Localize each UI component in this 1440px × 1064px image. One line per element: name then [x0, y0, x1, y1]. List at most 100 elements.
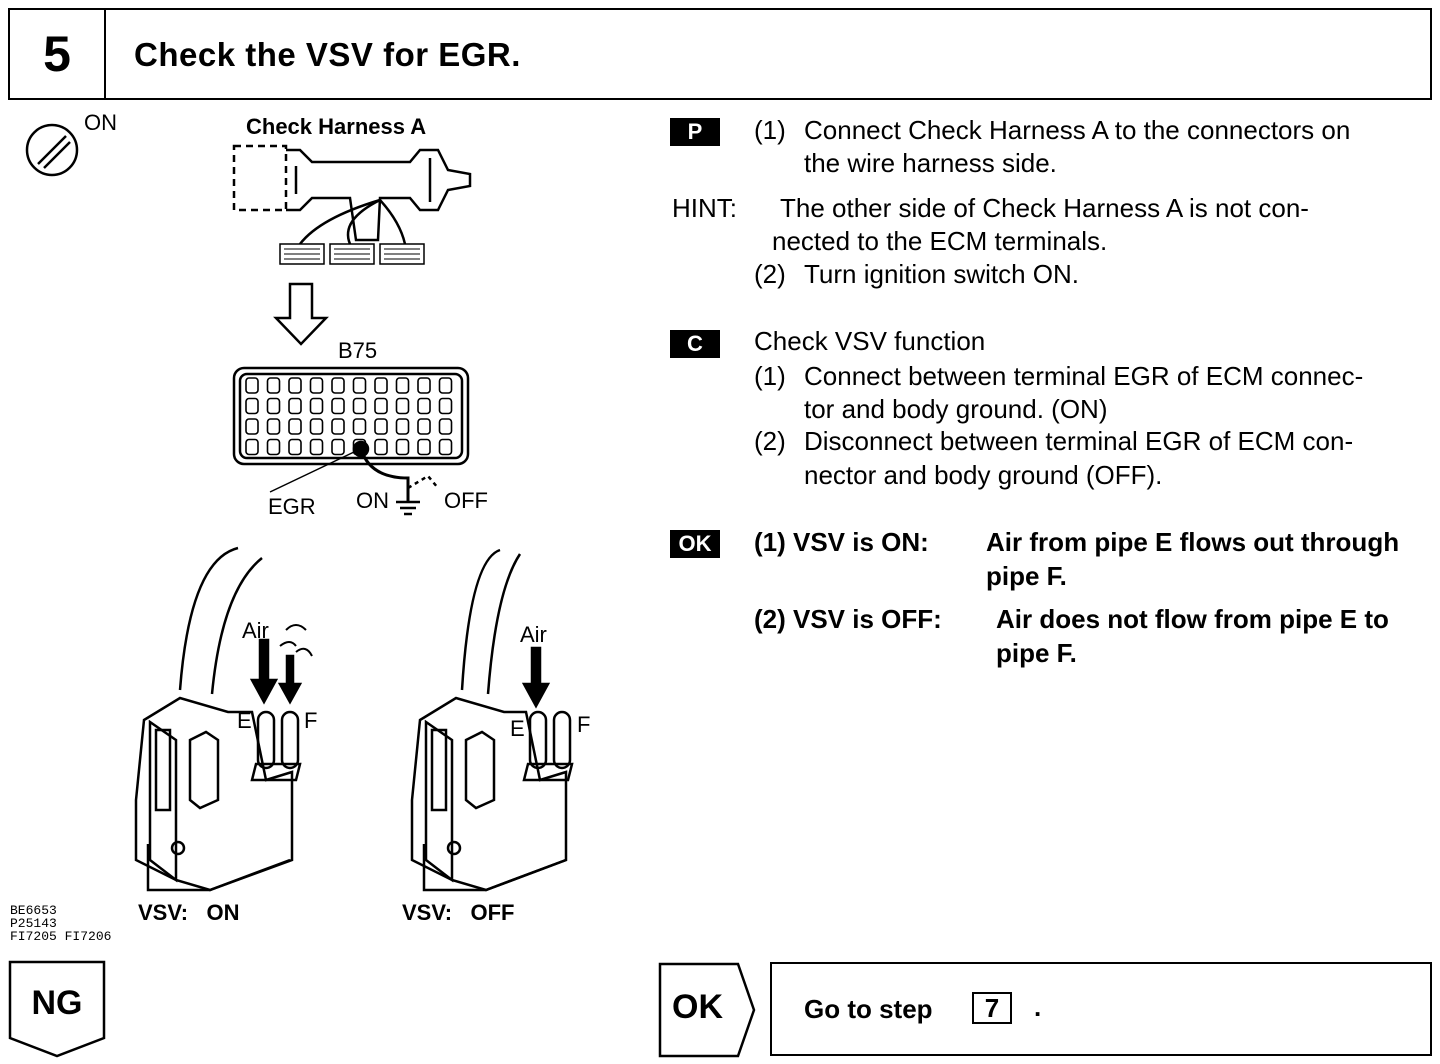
ignition-switch-icon	[25, 123, 79, 177]
connector-label: B75	[338, 338, 378, 363]
pipe-e-label-on: E	[237, 708, 252, 733]
c1-line1: Connect between terminal EGR of ECM conn…	[804, 361, 1364, 391]
connector-pin	[374, 397, 388, 415]
connector-pin	[395, 377, 410, 394]
ng-pentagon	[8, 960, 106, 1058]
c1-line2: tor and body ground. (ON)	[804, 394, 1108, 424]
ok1-line1: Air from pipe E flows out through	[986, 527, 1400, 557]
hint-label: HINT:	[672, 193, 737, 223]
connector-pin	[352, 397, 367, 415]
connector-pin	[331, 418, 345, 435]
p1-num: (1)	[754, 115, 786, 145]
check-harness-drawing	[232, 144, 472, 245]
connector-pin	[309, 397, 324, 415]
connector-pin	[266, 377, 281, 394]
c2-num: (2)	[754, 426, 786, 456]
c1-num: (1)	[754, 361, 786, 391]
connector-pin	[309, 377, 324, 394]
ok2-label: (2) VSV is OFF:	[754, 604, 942, 634]
p2-text: Turn ignition switch ON.	[804, 259, 1080, 289]
step-number: 5	[43, 26, 71, 82]
connector-pin	[352, 377, 367, 394]
p2-num: (2)	[754, 259, 786, 289]
pipe-f-label-on: F	[304, 708, 318, 733]
connector-pin	[374, 438, 388, 456]
ref-code: P25143	[10, 916, 57, 931]
goto-text: Go to step	[804, 994, 933, 1024]
goto-period: .	[1034, 992, 1042, 1022]
ecm-connector-b75	[232, 366, 470, 516]
vsv-off-drawing	[410, 548, 574, 892]
connector-pin	[417, 418, 431, 435]
hint-line2: nected to the ECM terminals.	[772, 226, 1108, 256]
vsv-on-caption: VSV: ON	[138, 900, 240, 925]
connector-pin	[331, 438, 345, 456]
goto-step-box: Go to step 7 .	[770, 962, 1432, 1056]
ground-off-label: OFF	[444, 488, 488, 513]
connector-pin	[245, 377, 259, 394]
c-badge: C	[670, 330, 720, 358]
vsv-off-caption: VSV: OFF	[402, 900, 515, 925]
c2-line1: Disconnect between terminal EGR of ECM c…	[804, 426, 1354, 456]
connector-pin	[395, 418, 410, 435]
figure-ref-codes: BE6653 P25143 FI7205 FI7206	[10, 904, 111, 943]
connector-pin	[438, 397, 453, 415]
down-arrow-icon	[273, 282, 329, 346]
connector-pin	[266, 418, 281, 435]
ok-badge: OK	[670, 530, 720, 558]
ok-arrow-box	[658, 962, 756, 1058]
connector-pin	[266, 397, 281, 415]
connector-pin	[417, 438, 431, 456]
harness-title: Check Harness A	[246, 114, 427, 139]
air-label-off: Air	[520, 622, 547, 647]
goto-step-number[interactable]: 7	[972, 992, 1012, 1024]
p1-line2: the wire harness side.	[804, 148, 1057, 178]
hint-line1: The other side of Check Harness A is not…	[780, 193, 1309, 223]
connector-pin	[374, 418, 388, 435]
connector-pin	[309, 438, 324, 456]
ok1-label: (1) VSV is ON:	[754, 527, 929, 557]
step-title: Check the VSV for EGR.	[134, 36, 521, 73]
connector-pin	[395, 397, 410, 415]
connector-pin	[352, 418, 367, 435]
harness-pins	[284, 248, 420, 260]
p1-line1: Connect Check Harness A to the connector…	[804, 115, 1351, 145]
air-label-on: Air	[242, 618, 269, 643]
connector-pin	[245, 418, 259, 435]
terminal-egr-label: EGR	[268, 494, 316, 519]
connector-pin	[438, 418, 453, 435]
connector-pin	[438, 438, 453, 456]
connector-pin	[288, 397, 302, 415]
step-number-cell: 5	[10, 10, 106, 98]
connector-pin	[309, 418, 324, 435]
ok1-line2: pipe F.	[986, 561, 1067, 591]
connector-pin	[374, 377, 388, 394]
connector-pin	[288, 438, 302, 456]
connector-pin	[288, 377, 302, 394]
connector-pin	[417, 397, 431, 415]
ground-on-label: ON	[356, 488, 389, 513]
connector-pin	[417, 377, 431, 394]
connector-pin	[331, 377, 345, 394]
c2-line2: nector and body ground (OFF).	[804, 460, 1163, 490]
ok2-line2: pipe F.	[996, 638, 1077, 668]
c-title: Check VSV function	[754, 326, 986, 356]
connector-pin	[245, 397, 259, 415]
pipe-e-label-off: E	[510, 716, 525, 741]
connector-pin	[331, 397, 345, 415]
vsv-figure	[25, 123, 574, 892]
ref-code: FI7205 FI7206	[10, 929, 112, 944]
vsv-on-drawing	[134, 546, 313, 892]
connector-pin	[266, 438, 281, 456]
connector-pin	[395, 438, 410, 456]
ng-label: NG	[31, 984, 83, 1022]
p-badge: P	[670, 118, 720, 146]
ok-label: OK	[672, 988, 723, 1026]
connector-pin	[438, 377, 453, 394]
ref-code: BE6653	[10, 903, 57, 918]
connector-pin	[288, 418, 302, 435]
pipe-f-label-off: F	[577, 712, 591, 737]
switch-on-label: ON	[84, 110, 117, 135]
step-header: 5 Check the VSV for EGR.	[8, 8, 1432, 100]
ok2-line1: Air does not flow from pipe E to	[996, 604, 1389, 634]
